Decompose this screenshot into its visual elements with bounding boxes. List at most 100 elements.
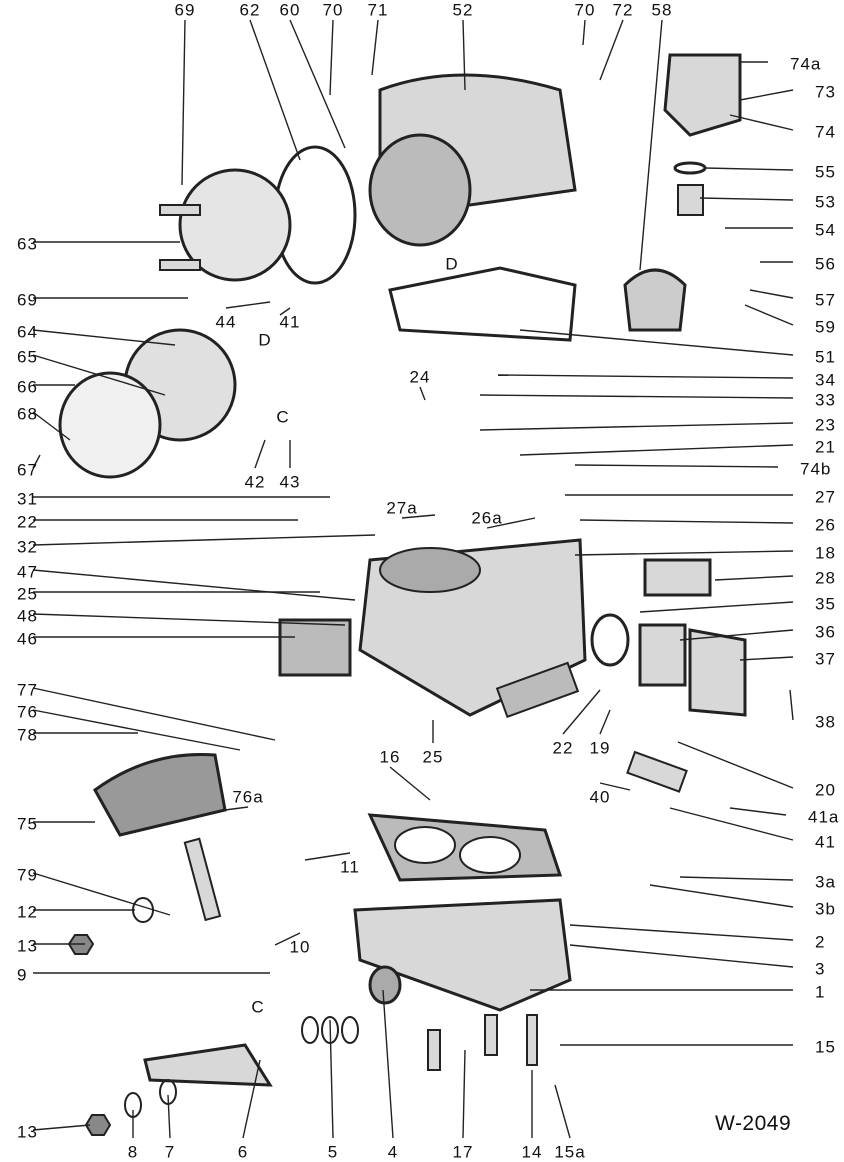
cutoff-valve-28 [643, 558, 712, 597]
callout-label: 51 [815, 347, 836, 367]
leader-line [639, 19, 663, 271]
callout-label: 40 [589, 787, 611, 807]
leader-line [279, 307, 291, 316]
leader-line [274, 932, 301, 946]
callout-label: 9 [17, 965, 28, 985]
callout-label: C [251, 997, 265, 1017]
callout-label: 12 [17, 902, 38, 922]
callout-label: 25 [17, 584, 38, 604]
leader-line [389, 766, 431, 801]
spring-4 [368, 965, 402, 1005]
leader-line [669, 807, 794, 841]
leader-line [479, 394, 794, 399]
callout-label: 33 [815, 390, 836, 410]
callout-label: 1 [815, 982, 826, 1002]
leader-line [699, 197, 794, 201]
leader-line [462, 19, 466, 91]
leader-line [242, 1059, 261, 1139]
callout-label: D [258, 330, 272, 350]
ring-55 [673, 161, 707, 175]
leader-line [167, 1094, 171, 1139]
leader-line [462, 1049, 466, 1139]
leader-line [32, 354, 166, 396]
leader-line [519, 444, 794, 456]
callout-label: 71 [367, 0, 389, 20]
callout-label: C [276, 407, 290, 427]
leader-line [249, 19, 301, 161]
leader-line [744, 304, 794, 326]
callout-label: 65 [17, 347, 38, 367]
leader-line [486, 517, 536, 529]
callout-label: 14 [521, 1142, 543, 1162]
callout-label: 6 [237, 1142, 249, 1162]
callout-label: 78 [17, 725, 38, 745]
washer-5 [341, 1016, 359, 1044]
callout-label: 41 [279, 312, 301, 332]
callout-label: 15a [554, 1142, 586, 1162]
jet-40 [626, 750, 688, 793]
leader-line [569, 924, 794, 941]
leader-line [32, 454, 41, 469]
screw-17 [427, 1029, 441, 1071]
gasket-hole [394, 826, 456, 864]
callout-label: 26 [815, 515, 836, 535]
needle-valve-53 [677, 184, 704, 216]
leader-line [254, 439, 266, 469]
callout-label: 2 [815, 932, 826, 952]
callout-label: 25 [422, 747, 444, 767]
callout-label: 57 [815, 290, 836, 310]
leader-line [749, 289, 794, 299]
pump-rod [183, 837, 222, 922]
leader-line [569, 944, 794, 968]
callout-label: 7 [164, 1142, 176, 1162]
callout-label: 3b [815, 899, 836, 919]
callout-label: 4 [387, 1142, 399, 1162]
leader-line [679, 876, 794, 881]
leader-line [382, 989, 394, 1139]
callout-label: 56 [815, 254, 836, 274]
callout-label: 76a [232, 787, 264, 807]
callout-label: 59 [815, 317, 836, 337]
callout-label: 48 [17, 606, 38, 626]
callout-label: 27 [815, 487, 836, 507]
leader-line [582, 19, 586, 46]
callout-label: 74b [800, 459, 832, 479]
callout-label: 75 [17, 814, 38, 834]
callout-label: 28 [815, 568, 836, 588]
leader-line [704, 167, 794, 171]
leader-line [649, 884, 794, 908]
callout-label: 21 [815, 437, 836, 457]
callout-label: 79 [17, 865, 38, 885]
diaphragm-cover [58, 371, 162, 479]
callout-label: 41 [815, 832, 836, 852]
callout-label: 15 [815, 1037, 836, 1057]
callout-label: 72 [612, 0, 634, 20]
callout-label: 3a [815, 872, 836, 892]
leader-line [519, 329, 794, 356]
callout-label: 3 [815, 959, 826, 979]
leader-line [729, 114, 794, 131]
callout-label: 70 [574, 0, 596, 20]
callout-label: 26a [471, 508, 503, 528]
callout-label: 18 [815, 543, 836, 563]
callout-label: 20 [815, 780, 836, 800]
callout-label: 73 [815, 82, 836, 102]
throttle-bore [379, 547, 481, 593]
inlet-tube [495, 661, 580, 719]
callout-label: 32 [17, 537, 38, 557]
leader-line [789, 689, 794, 721]
callout-label: 10 [289, 937, 311, 957]
callout-label: 55 [815, 162, 836, 182]
callout-label: 35 [815, 594, 836, 614]
callout-label: 5 [327, 1142, 339, 1162]
callout-label: 43 [279, 472, 301, 492]
leader-line [329, 19, 334, 96]
callout-label: 37 [815, 649, 836, 669]
leader-line [677, 741, 794, 789]
leader-line [32, 411, 71, 441]
leader-line [554, 1084, 571, 1139]
leader-line [32, 329, 176, 346]
leader-line [562, 689, 601, 735]
